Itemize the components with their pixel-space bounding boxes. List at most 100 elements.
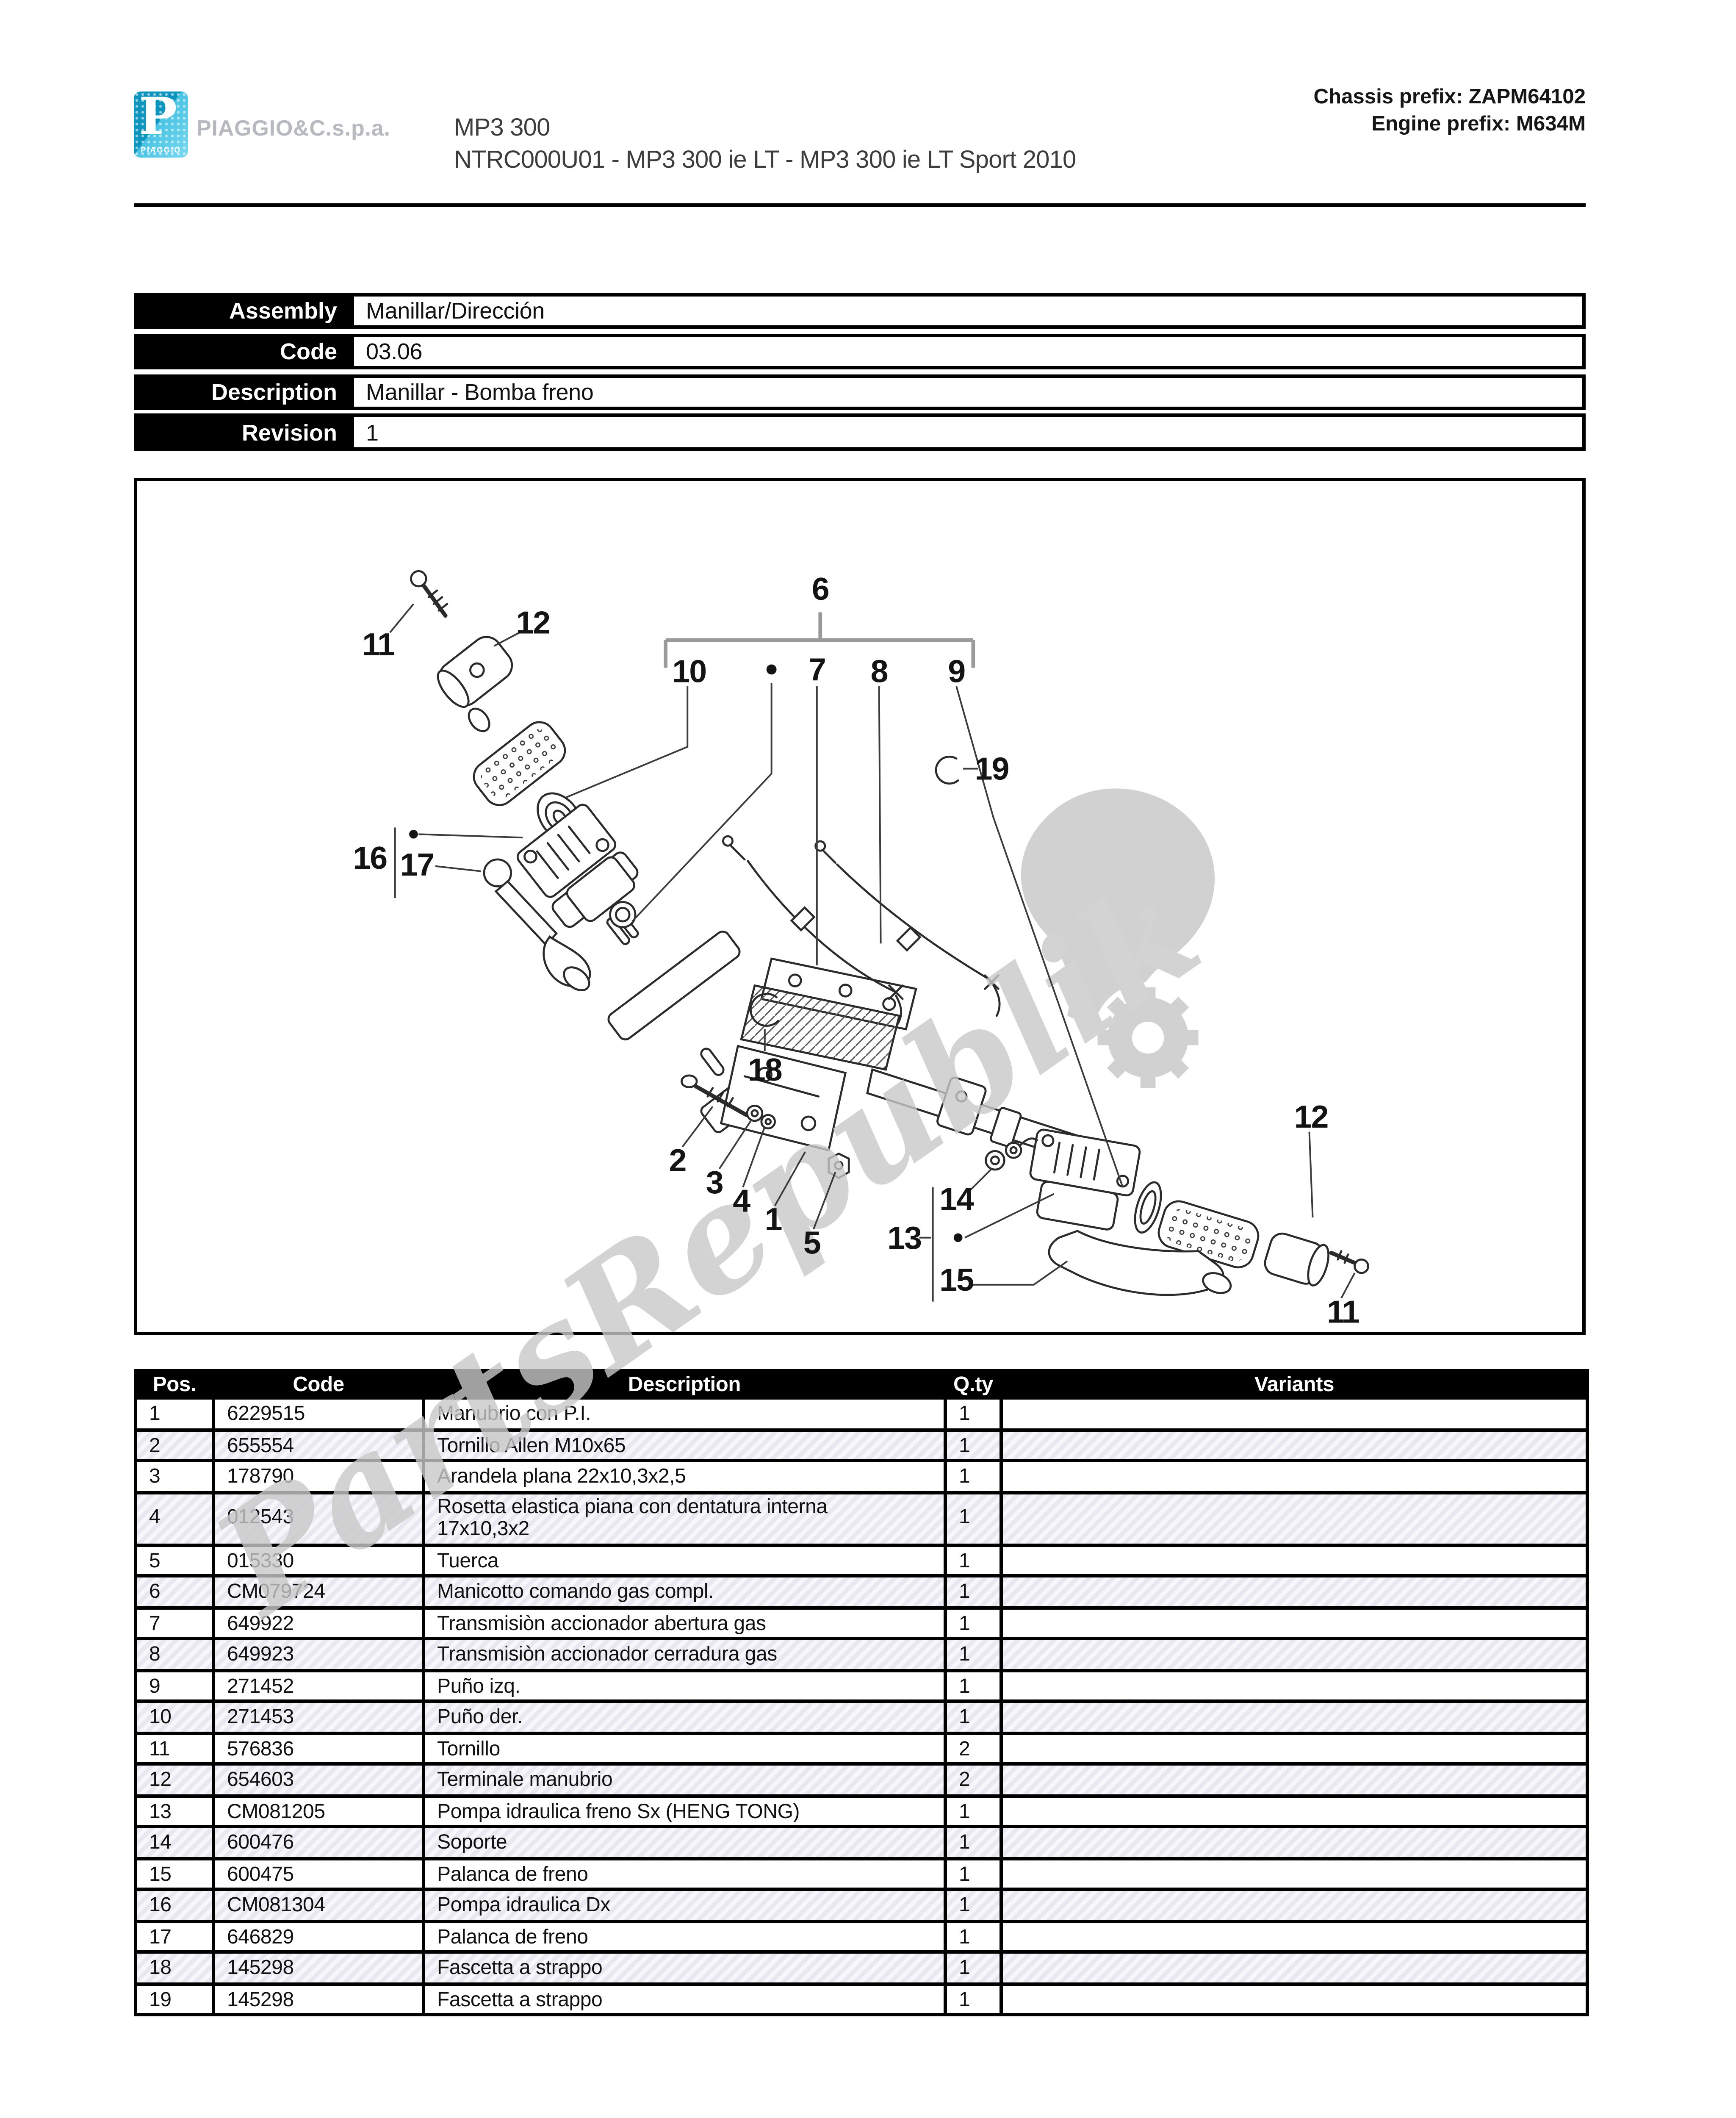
logo-p-letter: P (139, 91, 177, 147)
table-cell: 2 (944, 1762, 1003, 1797)
table-cell: 3 (134, 1459, 215, 1494)
prefix-block: Chassis prefix: ZAPM64102 Engine prefix:… (1314, 85, 1586, 137)
table-cell: 145298 (212, 1982, 425, 2016)
column-header: Description (422, 1369, 947, 1400)
left-pump-icon (516, 804, 637, 929)
table-cell: Fascetta a strappo (422, 1950, 947, 1985)
callout-10: 10 (672, 653, 706, 689)
table-cell: 15 (134, 1856, 215, 1891)
table-cell (1000, 1950, 1589, 1985)
screw-left-icon (410, 570, 449, 618)
table-cell: 1 (944, 1856, 1003, 1891)
header-rule (134, 203, 1586, 207)
table-cell: Tornillo Allen M10x65 (422, 1428, 947, 1462)
grip-flange-right-icon (1134, 1181, 1162, 1234)
table-cell: 1 (944, 1825, 1003, 1860)
table-cell: 1 (944, 1982, 1003, 2016)
callout-3: 3 (706, 1164, 723, 1200)
table-cell: 1 (944, 1428, 1003, 1462)
table-cell: 2 (134, 1428, 215, 1462)
info-label: Assembly (134, 293, 351, 330)
callout-7: 7 (808, 651, 825, 687)
table-cell: Pompa idraulica freno Sx (HENG TONG) (422, 1794, 947, 1828)
callout-12: 12 (1294, 1099, 1328, 1134)
table-cell: CM081205 (212, 1794, 425, 1828)
callout-16: 16 (353, 840, 387, 876)
handlebar-end-cap-right-icon (1264, 1232, 1330, 1286)
table-cell: 1 (944, 1459, 1003, 1494)
watermark-gear-icon (1092, 982, 1204, 1093)
callout-15: 15 (939, 1262, 973, 1297)
table-cell: 18 (134, 1950, 215, 1985)
table-cell (1000, 1428, 1589, 1462)
left-grip-icon (473, 721, 566, 806)
ref-dot (409, 830, 418, 839)
callout-6: 6 (812, 571, 829, 607)
table-cell: Rosetta elastica piana con dentatura int… (422, 1490, 947, 1546)
table-cell: 16 (134, 1888, 215, 1922)
model-subtitle: NTRC000U01 - MP3 300 ie LT - MP3 300 ie … (454, 147, 1076, 175)
callout-13: 13 (887, 1220, 921, 1256)
handlebar-end-cap-left-icon (437, 636, 513, 708)
table-cell: 1 (944, 1668, 1003, 1703)
callout-4: 4 (733, 1183, 750, 1218)
table-cell: Puño izq. (422, 1668, 947, 1703)
table-cell: Puño der. (422, 1699, 947, 1734)
nut-icon (828, 1152, 850, 1179)
exploded-diagram: PartsRepublik (134, 478, 1586, 1649)
handlebar-clamp-icon (720, 957, 917, 1152)
table-cell: 1 (944, 1794, 1003, 1828)
left-lever-icon (483, 858, 591, 991)
table-cell: Palanca de freno (422, 1919, 947, 1954)
table-cell (1000, 1668, 1589, 1703)
info-label: Revision (134, 414, 351, 450)
callout-11: 11 (1327, 1294, 1359, 1329)
table-cell: 4 (134, 1490, 215, 1546)
chassis-prefix: Chassis prefix: ZAPM64102 (1313, 85, 1586, 108)
table-cell: 19 (134, 1982, 215, 2016)
table-cell: 576836 (212, 1731, 425, 1766)
table-cell: 1 (944, 1543, 1003, 1577)
column-header: Variants (1000, 1369, 1589, 1400)
table-cell: 600475 (212, 1856, 425, 1891)
ring-icon (468, 707, 490, 732)
table-cell: Tuerca (422, 1543, 947, 1577)
callout-2: 2 (669, 1142, 686, 1178)
table-cell: 1 (944, 1490, 1003, 1546)
clip-19-icon (935, 755, 959, 785)
table-cell (1000, 1459, 1589, 1494)
table-cell (1000, 1888, 1589, 1922)
right-pump-icon (1029, 1128, 1141, 1231)
table-cell: CM081304 (212, 1888, 425, 1922)
callout-9: 9 (948, 653, 965, 689)
table-cell: CM079724 (212, 1574, 425, 1609)
table-cell: Transmisiòn accionador abertura gas (422, 1605, 947, 1640)
info-value: 03.06 (351, 333, 1586, 370)
table-cell: Tornillo (422, 1731, 947, 1766)
info-value: 1 (351, 414, 1586, 450)
table-cell: 6 (134, 1574, 215, 1609)
table-cell: 17 (134, 1919, 215, 1954)
watermark-wrench-blob (1021, 788, 1215, 1040)
table-cell: Fascetta a strappo (422, 1982, 947, 2016)
table-cell: 1 (944, 1605, 1003, 1640)
callout-5: 5 (803, 1225, 820, 1261)
table-cell: 655554 (212, 1428, 425, 1462)
column-header: Code (212, 1369, 425, 1400)
ref-dot (953, 1233, 963, 1242)
